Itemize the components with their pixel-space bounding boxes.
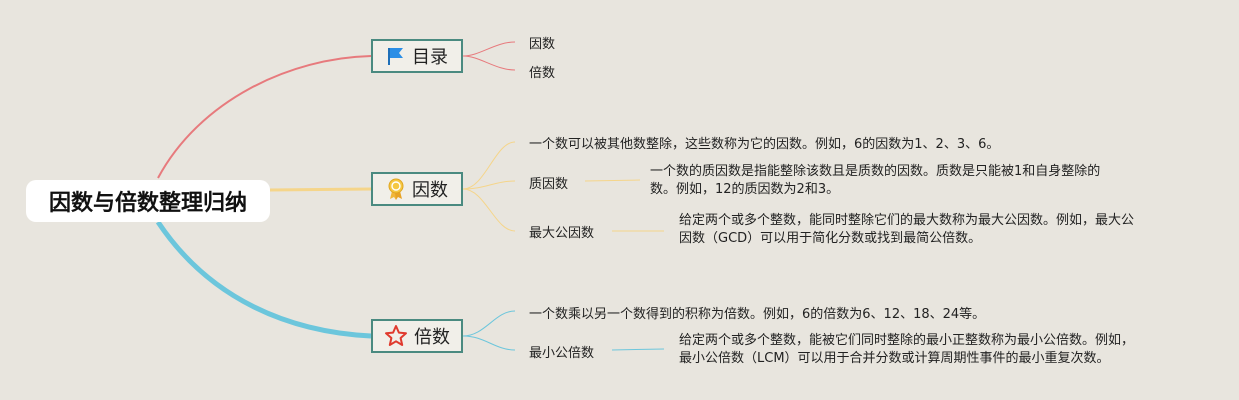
- factor-definition: 一个数可以被其他数整除，这些数称为它的因数。例如，6的因数为1、2、3、6。: [529, 137, 1000, 152]
- branch-multiple[interactable]: 倍数: [371, 319, 463, 353]
- prime-factor-detail: 一个数的质因数是指能整除该数且是质数的因数。质数是只能被1和自身整除的 数。例如…: [650, 163, 1100, 199]
- connector-catalog-item-1: [462, 41, 516, 57]
- gcd-detail: 给定两个或多个整数，能同时整除它们的最大数称为最大公因数。例如，最大公 因数（G…: [679, 212, 1134, 248]
- connector-root-catalog: [157, 55, 372, 179]
- connector-factor-prime: [462, 180, 516, 190]
- lcm-label[interactable]: 最小公倍数: [529, 346, 595, 361]
- root-node[interactable]: 因数与倍数整理归纳: [26, 180, 270, 222]
- connector-factor-gcd: [462, 188, 516, 232]
- branch-catalog-label: 目录: [412, 47, 448, 68]
- connector-root-multiple: [155, 220, 372, 339]
- gcd-detail-line2: 因数（GCD）可以用于简化分数或找到最简公倍数。: [679, 231, 982, 246]
- connector-factor-definition: [462, 141, 516, 190]
- lcm-detail: 给定两个或多个整数，能被它们同时整除的最小正整数称为最小公倍数。例如， 最小公倍…: [679, 332, 1134, 368]
- flag-icon: [386, 46, 406, 66]
- root-title: 因数与倍数整理归纳: [48, 191, 247, 216]
- multiple-definition: 一个数乘以另一个数得到的积称为倍数。例如，6的倍数为6、12、18、24等。: [529, 307, 986, 322]
- connector-multiple-lcm: [462, 335, 516, 351]
- lcm-detail-line2: 最小公倍数（LCM）可以用于合并分数或计算周期性事件的最小重复次数。: [679, 351, 1110, 366]
- branch-catalog[interactable]: 目录: [371, 39, 463, 73]
- prime-factor-label[interactable]: 质因数: [529, 177, 569, 192]
- star-icon: [384, 324, 408, 348]
- branch-factor-label: 因数: [412, 180, 448, 201]
- gcd-detail-line1: 给定两个或多个整数，能同时整除它们的最大数称为最大公因数。例如，最大公: [679, 213, 1135, 228]
- catalog-item-multiple[interactable]: 倍数: [529, 66, 556, 81]
- connector-multiple-definition: [462, 310, 516, 337]
- gcd-label[interactable]: 最大公因数: [529, 226, 595, 241]
- branch-multiple-label: 倍数: [414, 327, 450, 348]
- prime-factor-detail-line1: 一个数的质因数是指能整除该数且是质数的因数。质数是只能被1和自身整除的: [650, 164, 1101, 179]
- connector-catalog-item-2: [462, 55, 516, 71]
- medal-icon: [386, 178, 406, 200]
- connector-prime-detail: [584, 179, 641, 182]
- branch-factor[interactable]: 因数: [371, 172, 463, 206]
- connector-lcm-detail: [611, 348, 665, 351]
- lcm-detail-line1: 给定两个或多个整数，能被它们同时整除的最小正整数称为最小公倍数。例如，: [679, 333, 1135, 348]
- connector-root-factor: [269, 187, 372, 192]
- prime-factor-detail-line2: 数。例如，12的质因数为2和3。: [650, 182, 840, 197]
- catalog-item-factor[interactable]: 因数: [529, 37, 556, 52]
